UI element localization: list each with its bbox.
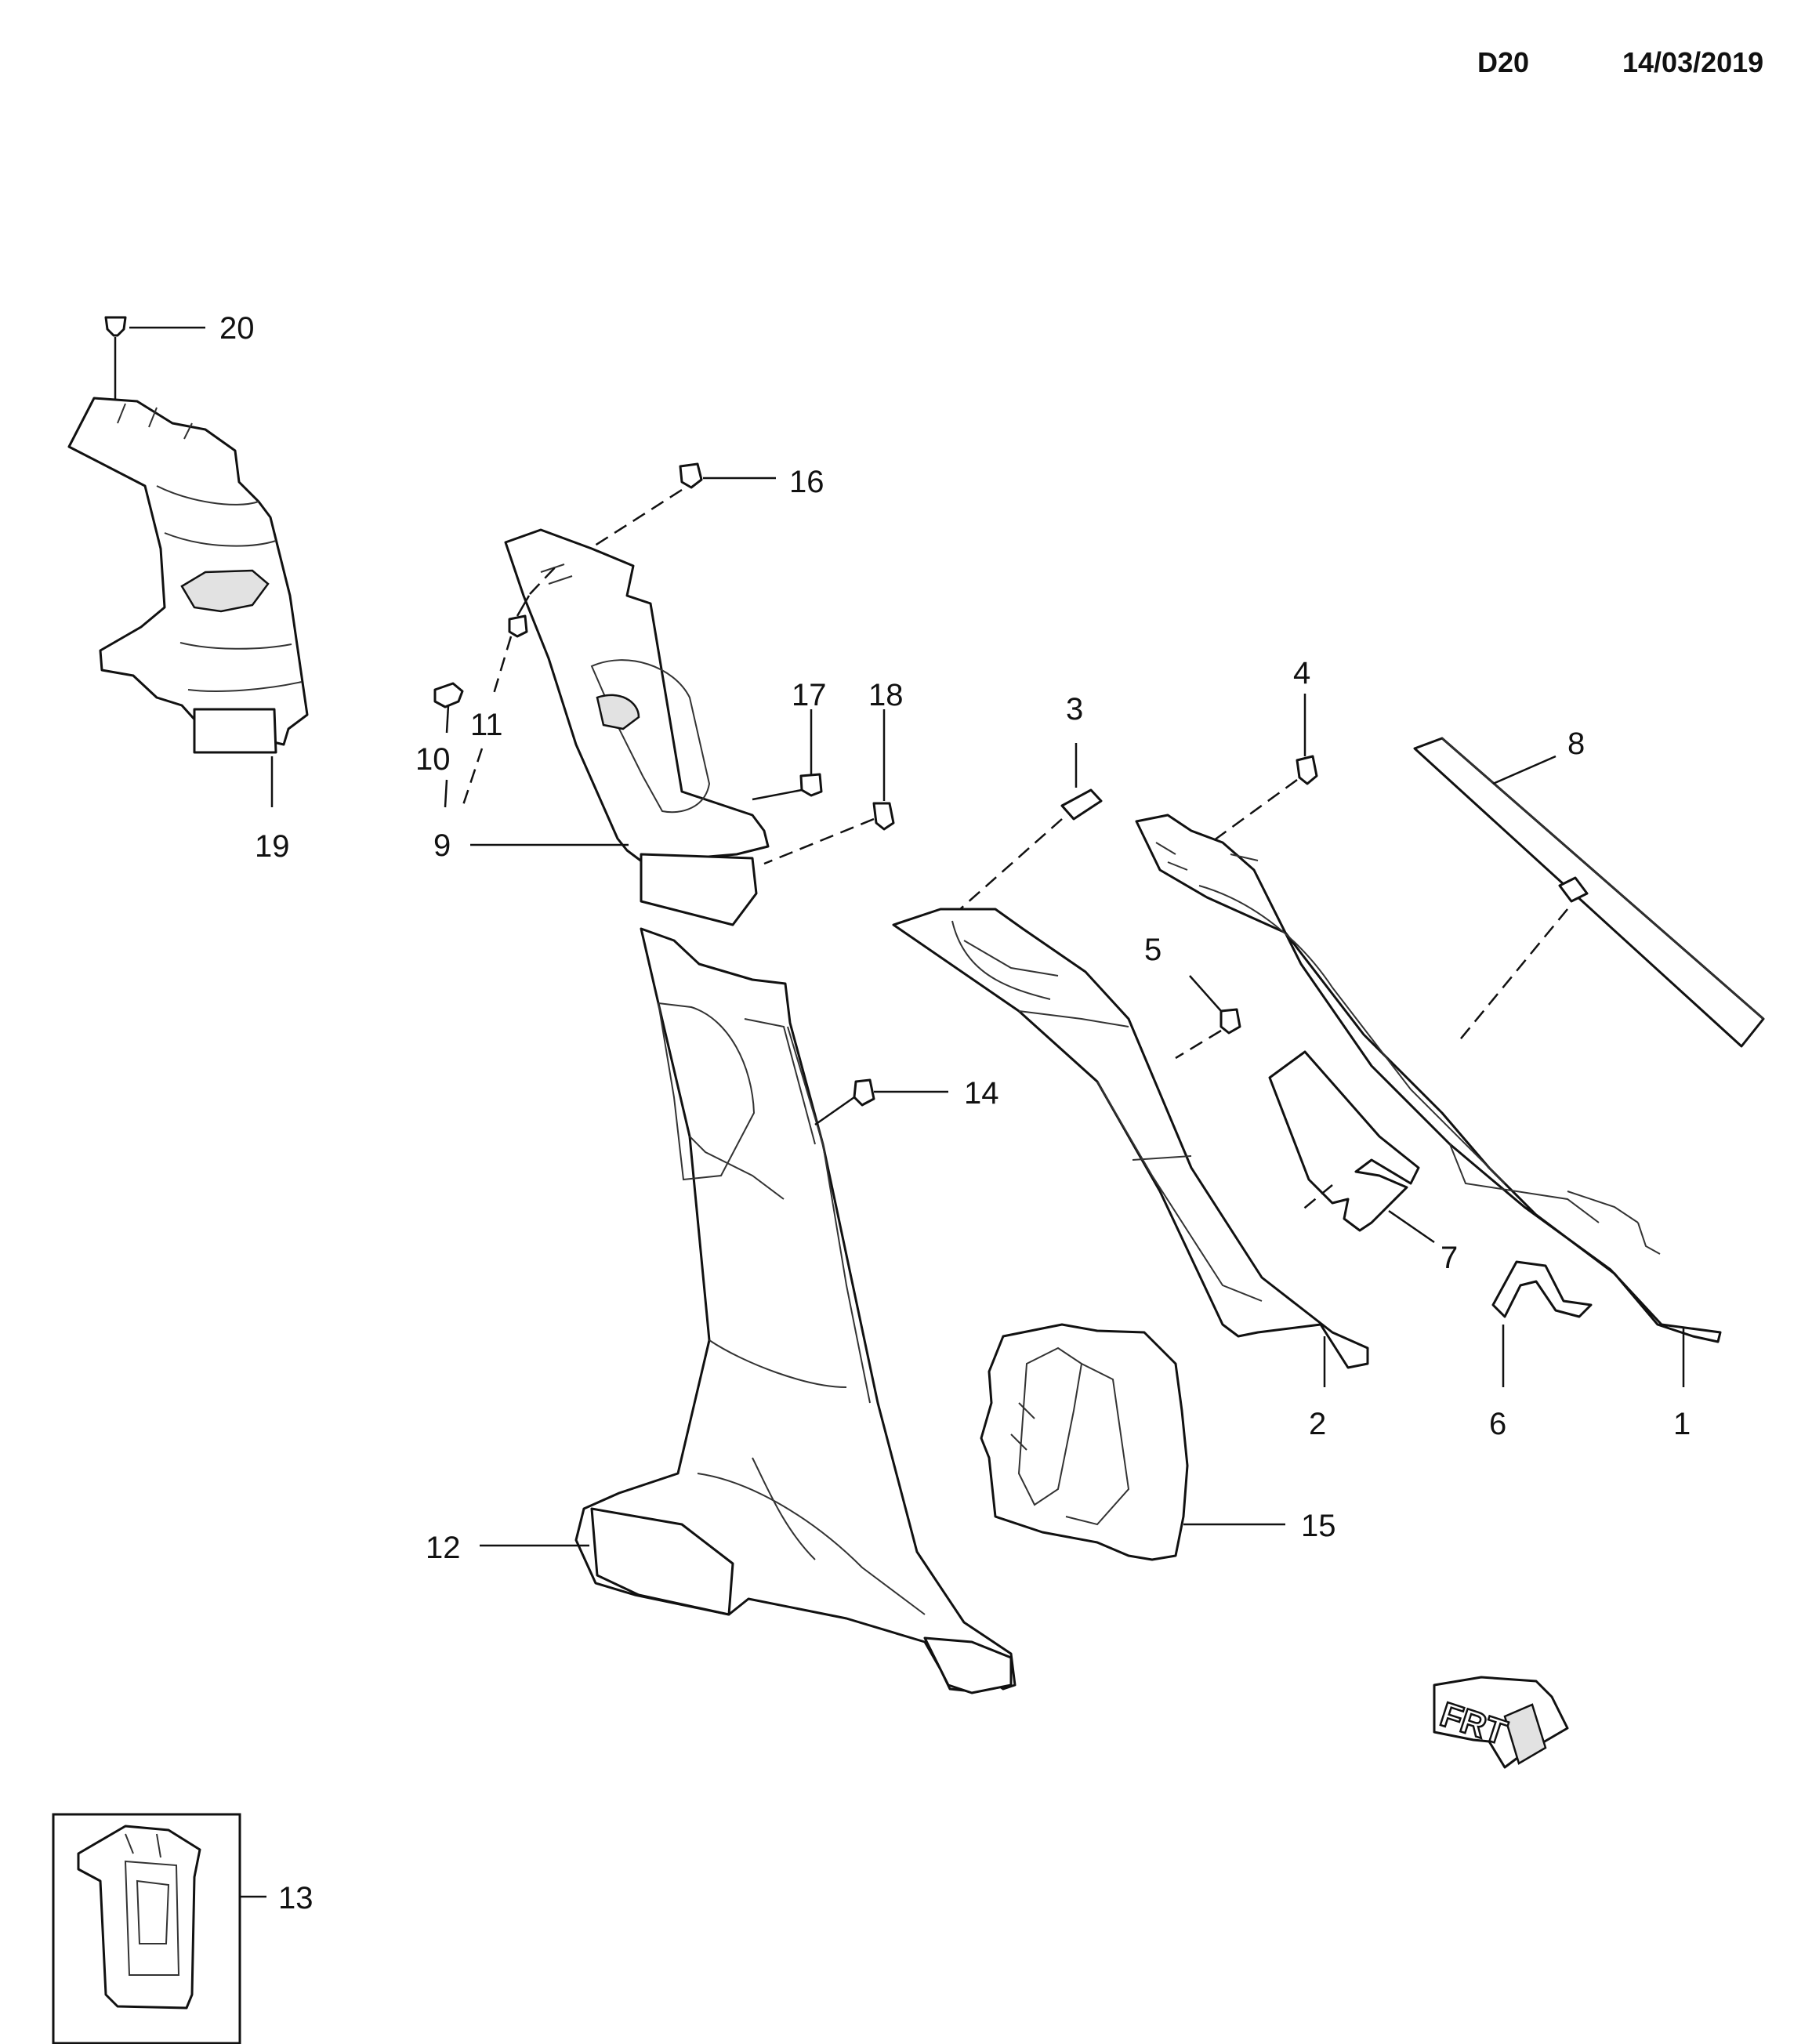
- part-6-bracket: [1491, 1260, 1593, 1387]
- part-18-clip: [763, 709, 895, 865]
- inset-box-part-13: [52, 1813, 266, 2044]
- callout-1: 1: [1673, 1407, 1691, 1441]
- callout-9: 9: [433, 828, 451, 863]
- part-12-pillar-lower-trim: [574, 927, 1017, 1694]
- callout-12: 12: [426, 1531, 461, 1565]
- part-5-clip: [1175, 975, 1241, 1060]
- part-7-panel: [1268, 1050, 1435, 1244]
- callout-7: 7: [1441, 1241, 1458, 1275]
- part-10-cap: [433, 682, 464, 808]
- callout-16: 16: [789, 465, 824, 499]
- callout-13: 13: [278, 1881, 313, 1915]
- part-16-clip: [583, 462, 776, 554]
- callout-6: 6: [1489, 1407, 1506, 1441]
- part-8-strip: [1413, 737, 1765, 1048]
- callout-8: 8: [1567, 727, 1585, 761]
- part-17-screw: [752, 709, 823, 801]
- part-1-a-pillar-trim: [1135, 814, 1722, 1343]
- callout-4: 4: [1293, 656, 1310, 690]
- diagram-date: 14/03/2019: [1622, 46, 1763, 78]
- part-3-clip: [959, 743, 1103, 910]
- part-20-clip: [104, 316, 205, 400]
- callout-2: 2: [1309, 1407, 1326, 1441]
- callout-19: 19: [255, 829, 290, 864]
- callout-18: 18: [868, 678, 904, 712]
- callout-20: 20: [219, 311, 255, 346]
- part-9-pillar-upper-trim: [504, 528, 770, 926]
- part-19-quarter-trim: [67, 397, 309, 754]
- front-direction-arrow: FRT: [1433, 1676, 1569, 1769]
- part-2-pillar-trim: [892, 908, 1369, 1369]
- callout-3: 3: [1066, 692, 1083, 727]
- callout-10: 10: [415, 742, 451, 777]
- diagram-code: D20: [1477, 46, 1529, 78]
- callout-17: 17: [792, 678, 827, 712]
- part-11-screw: [461, 564, 559, 808]
- callout-15: 15: [1301, 1509, 1336, 1543]
- part-15-insulator: [980, 1323, 1189, 1561]
- callout-5: 5: [1144, 933, 1161, 967]
- part-14-clip: [814, 1078, 948, 1126]
- callout-14: 14: [964, 1076, 999, 1111]
- callout-11: 11: [470, 708, 503, 742]
- part-4-clip: [1210, 694, 1318, 844]
